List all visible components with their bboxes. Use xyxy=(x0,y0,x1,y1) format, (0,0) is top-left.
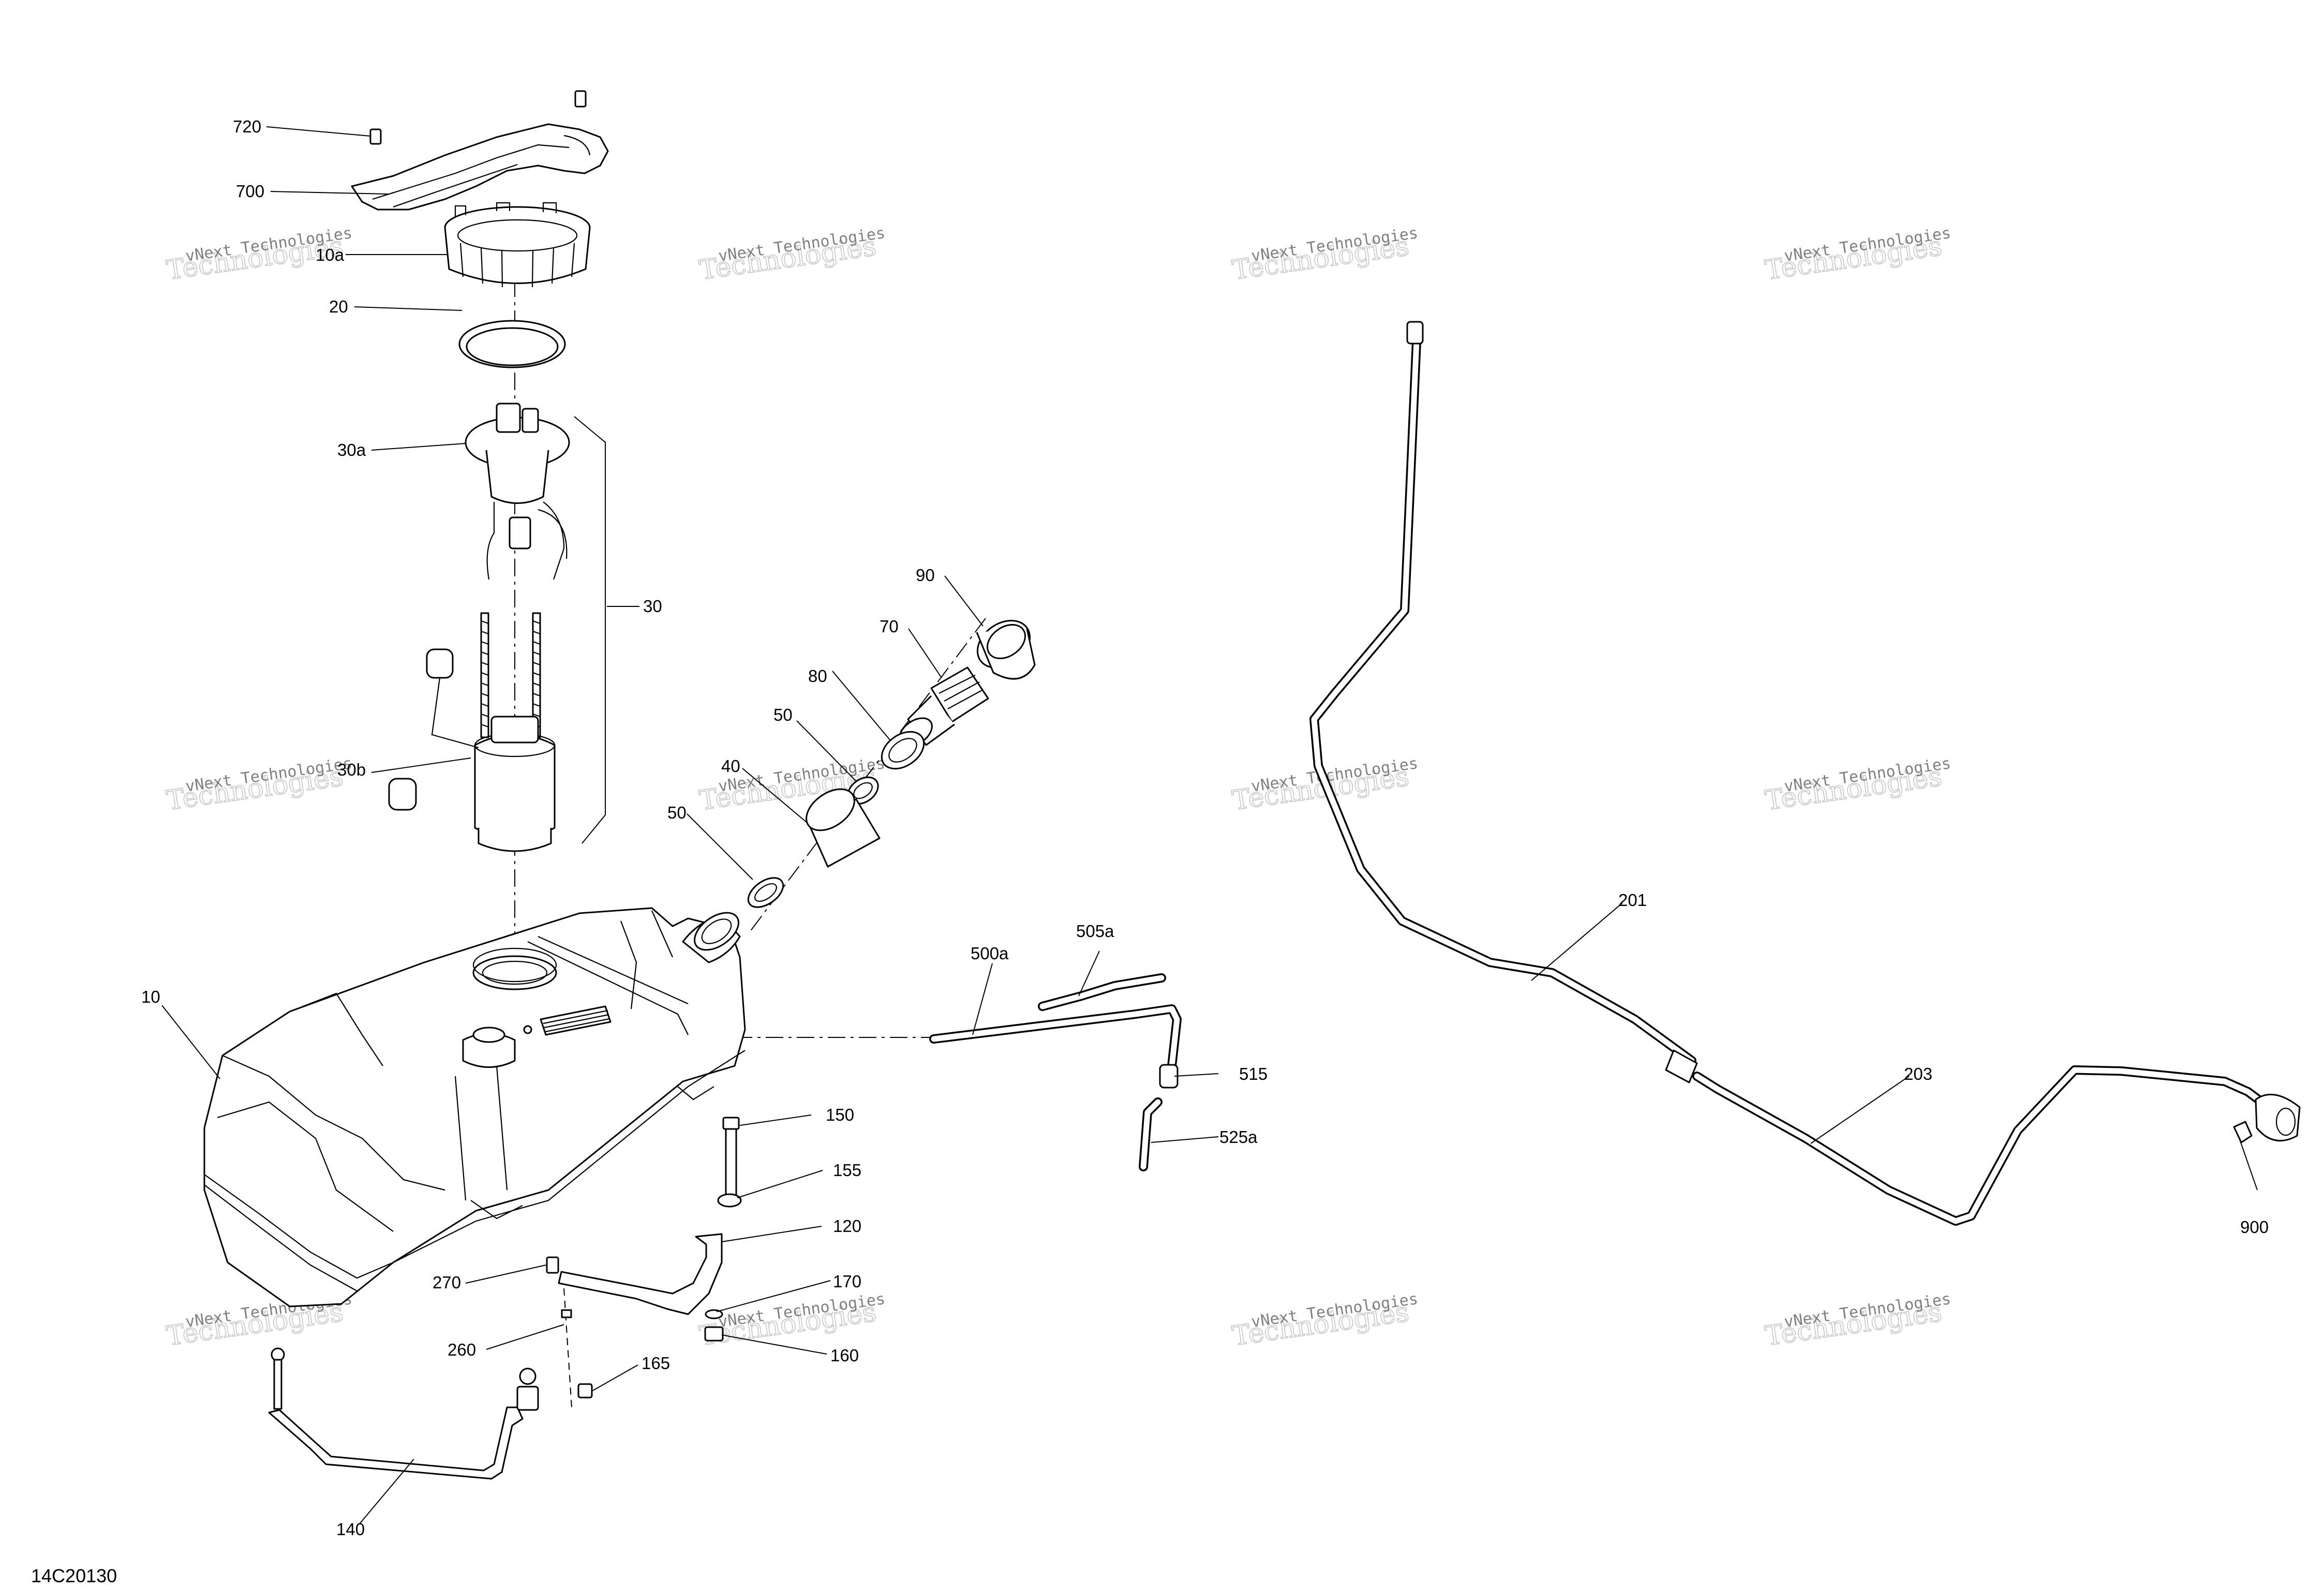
callout-20: 20 xyxy=(329,297,348,316)
part-260-pin xyxy=(561,1288,572,1408)
part-170-washer xyxy=(705,1309,723,1319)
callout-50-upper: 50 xyxy=(773,705,793,724)
part-20-seal xyxy=(458,320,566,368)
callout-10a: 10a xyxy=(316,245,345,264)
callout-10: 10 xyxy=(141,987,160,1006)
part-150-bolt xyxy=(722,1117,740,1196)
diagram-code: 14C20130 xyxy=(31,1565,117,1586)
watermark: Technologies vNext Technologies xyxy=(697,1290,886,1353)
callout-30b: 30b xyxy=(337,760,366,779)
callout-720: 720 xyxy=(233,117,261,136)
callout-120: 120 xyxy=(833,1216,861,1236)
callout-260: 260 xyxy=(448,1340,476,1359)
part-50-clamp-lower xyxy=(747,877,784,908)
part-10-fuel-tank xyxy=(203,907,746,1307)
callout-90: 90 xyxy=(916,566,935,585)
watermark: Technologies vNext Technologies xyxy=(1230,224,1419,287)
watermark: Technologies vNext Technologies xyxy=(1763,224,1952,287)
callout-500a: 500a xyxy=(971,944,1009,963)
callout-270: 270 xyxy=(433,1273,461,1292)
callout-30: 30 xyxy=(643,597,662,616)
callout-201: 201 xyxy=(1618,890,1647,910)
callout-155: 155 xyxy=(833,1161,861,1180)
watermark: Technologies vNext Technologies xyxy=(164,754,353,817)
part-10a-lock-ring xyxy=(444,202,591,288)
callout-140: 140 xyxy=(336,1520,365,1539)
part-900-clip xyxy=(2233,1121,2253,1143)
callout-170: 170 xyxy=(833,1272,861,1291)
part-80-gasket xyxy=(881,731,925,770)
part-30b-pump-module xyxy=(388,612,556,852)
leader-lines xyxy=(161,126,2258,1524)
callout-40: 40 xyxy=(721,756,740,776)
part-30a-pump-flange xyxy=(465,403,570,580)
part-120-strap xyxy=(558,1233,723,1315)
callout-70: 70 xyxy=(880,617,899,636)
part-203-vent-tube xyxy=(1692,1065,2301,1226)
part-90-cap xyxy=(976,620,1036,680)
part-140-strap xyxy=(268,1347,539,1480)
watermark: Technologies vNext Technologies xyxy=(697,224,886,287)
part-505a-hose xyxy=(1038,973,1166,1011)
callout-80: 80 xyxy=(808,666,827,686)
part-270-screw xyxy=(546,1256,559,1274)
watermark: Technologies vNext Technologies xyxy=(1763,1290,1952,1353)
part-165-clip xyxy=(577,1383,593,1399)
part-160-nut xyxy=(704,1326,724,1342)
callout-515: 515 xyxy=(1239,1064,1268,1083)
part-155-washer xyxy=(717,1193,742,1208)
callout-30a: 30a xyxy=(337,440,366,459)
callout-900: 900 xyxy=(2240,1217,2269,1237)
watermark: Technologies vNext Technologies xyxy=(1763,754,1952,817)
callouts: 720 700 10a 20 30a 30 30b 90 70 80 50 40… xyxy=(141,117,2269,1539)
callout-165: 165 xyxy=(642,1354,670,1373)
callout-700: 700 xyxy=(236,182,264,201)
part-500a-hose xyxy=(929,1004,1182,1071)
part-40-hose xyxy=(806,788,881,868)
callout-150: 150 xyxy=(826,1105,854,1124)
callout-505a: 505a xyxy=(1076,922,1114,941)
callout-50-lower: 50 xyxy=(667,803,687,822)
part-700-bracket xyxy=(351,123,609,211)
part-201-vent-tube xyxy=(1309,321,1698,1083)
callout-160: 160 xyxy=(830,1346,859,1365)
callout-525a: 525a xyxy=(1219,1127,1258,1147)
part-525a-hose xyxy=(1139,1097,1163,1171)
part-30-group-bracket xyxy=(574,416,606,844)
callout-203: 203 xyxy=(1904,1064,1932,1083)
part-720-screw xyxy=(369,90,587,145)
watermark: Technologies vNext Technologies xyxy=(1230,1290,1419,1353)
